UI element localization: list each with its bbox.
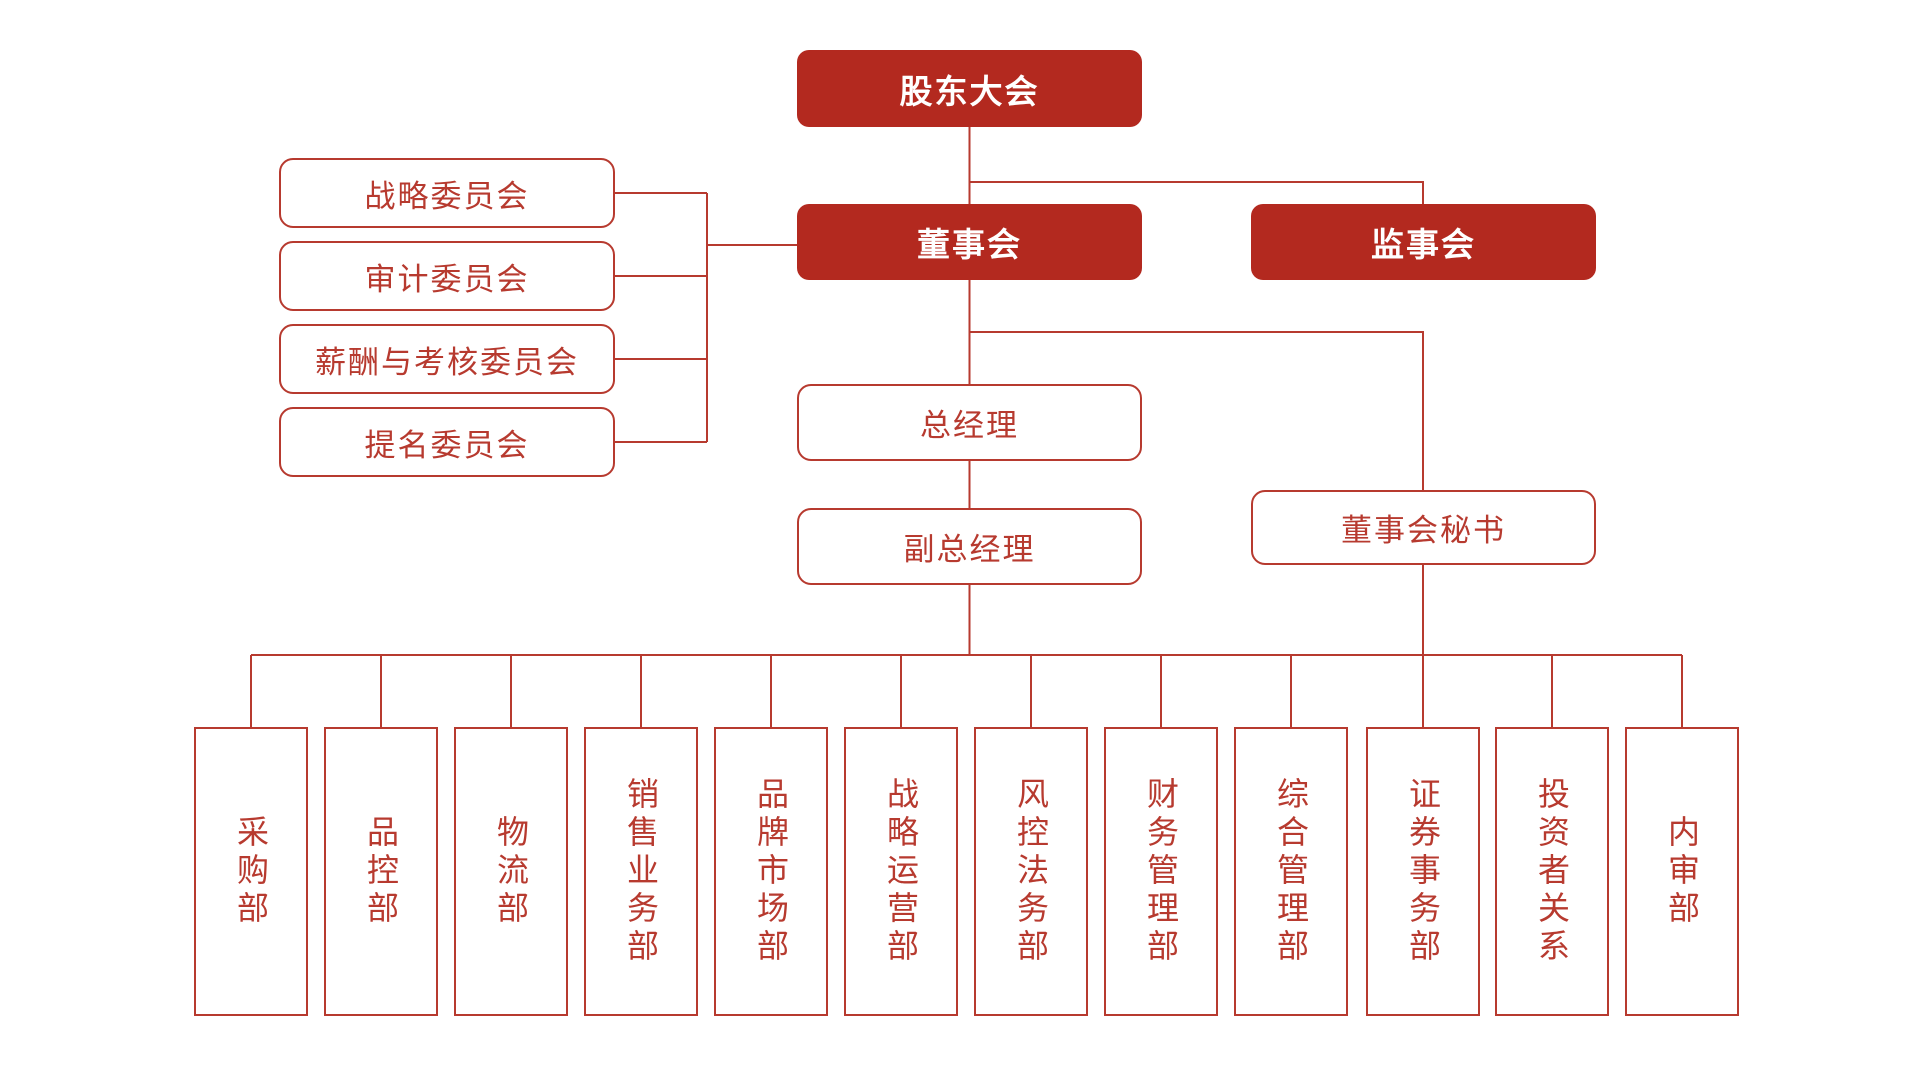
node-remuneration-assessment-committee: 薪酬与考核委员会: [279, 324, 615, 394]
dept-risk-legal-label: 风控法务部: [1012, 776, 1050, 967]
dept-brand-marketing-label: 品牌市场部: [752, 776, 790, 967]
node-general-manager: 总经理: [797, 384, 1142, 461]
dept-procurement-label: 采购部: [232, 814, 270, 929]
node-supervisory-board: 监事会: [1251, 204, 1596, 280]
node-board-of-directors: 董事会: [797, 204, 1142, 280]
dept-finance-management-label: 财务管理部: [1142, 776, 1180, 967]
node-dept-brand-marketing: 品牌市场部: [714, 727, 828, 1016]
board-of-directors-label: 董事会: [917, 225, 1022, 264]
node-dept-logistics: 物流部: [454, 727, 568, 1016]
node-dept-strategy-operations: 战略运营部: [844, 727, 958, 1016]
deputy-general-manager-label: 副总经理: [903, 532, 1036, 568]
node-dept-general-management: 综合管理部: [1234, 727, 1348, 1016]
node-dept-securities-affairs: 证券事务部: [1366, 727, 1480, 1016]
dept-investor-relations-label: 投资者关系: [1533, 776, 1571, 967]
remuneration-assessment-committee-label: 薪酬与考核委员会: [315, 344, 579, 381]
shareholders-meeting-label: 股东大会: [899, 71, 1040, 111]
dept-general-management-label: 综合管理部: [1272, 776, 1310, 967]
dept-strategy-operations-label: 战略运营部: [882, 776, 920, 967]
dept-sales-business-label: 销售业务部: [622, 776, 660, 967]
node-dept-investor-relations: 投资者关系: [1495, 727, 1609, 1016]
node-dept-quality-control: 品控部: [324, 727, 438, 1016]
node-dept-finance-management: 财务管理部: [1104, 727, 1218, 1016]
connector-shareholders-supervisory: [969, 181, 1424, 204]
node-strategy-committee: 战略委员会: [279, 158, 615, 228]
dept-internal-audit-label: 内审部: [1663, 814, 1701, 929]
node-nomination-committee: 提名委员会: [279, 407, 615, 477]
nomination-committee-label: 提名委员会: [364, 427, 530, 464]
dept-logistics-label: 物流部: [492, 814, 530, 929]
general-manager-label: 总经理: [920, 408, 1019, 444]
node-shareholders-meeting: 股东大会: [797, 50, 1142, 127]
node-board-secretary: 董事会秘书: [1251, 490, 1596, 565]
supervisory-board-label: 监事会: [1371, 225, 1476, 264]
audit-committee-label: 审计委员会: [364, 261, 530, 298]
node-deputy-general-manager: 副总经理: [797, 508, 1142, 585]
node-dept-internal-audit: 内审部: [1625, 727, 1739, 1016]
node-dept-procurement: 采购部: [194, 727, 308, 1016]
node-audit-committee: 审计委员会: [279, 241, 615, 311]
connector-dept-stubs: [250, 655, 1683, 727]
dept-quality-control-label: 品控部: [362, 814, 400, 929]
node-dept-sales-business: 销售业务部: [584, 727, 698, 1016]
board-secretary-label: 董事会秘书: [1341, 513, 1506, 549]
strategy-committee-label: 战略委员会: [364, 178, 530, 215]
dept-securities-affairs-label: 证券事务部: [1404, 776, 1442, 967]
node-dept-risk-legal: 风控法务部: [974, 727, 1088, 1016]
